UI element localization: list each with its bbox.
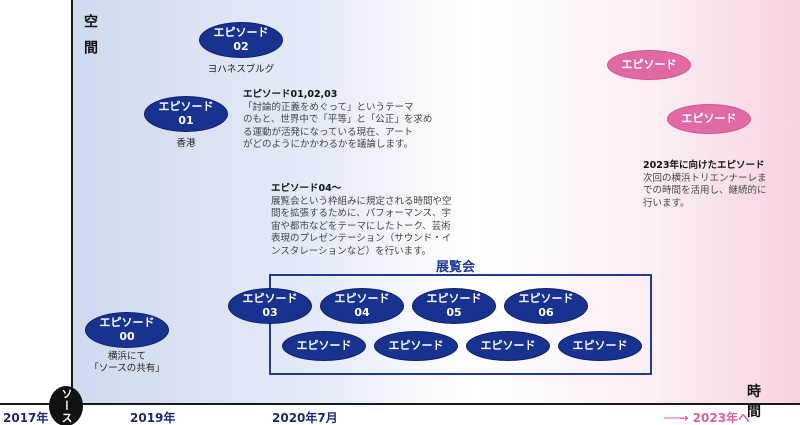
episode-future-1-title: エピソード [621,58,677,71]
episode-05-number: 05 [446,306,462,319]
description-episodes-01-03: エピソード01,02,03 「討論的正義をめぐって」というテーマ のもと、世界中… [243,89,432,152]
space-axis-label: 空間 [82,14,98,66]
episode-future-1[interactable]: エピソード [607,50,691,80]
space-axis [71,0,73,404]
description-line: 行います。 [643,197,690,209]
description-line: 次回の横浜トリエンナーレま [643,172,767,184]
description-line: での時間を活用し、継続的に [643,185,767,196]
episode-02-number: 02 [233,40,249,53]
description-episodes-01-03-heading: エピソード01,02,03 [243,89,338,100]
episode-exhibition-row2-2[interactable]: エピソード [374,331,458,361]
episode-title: エピソード [388,339,444,352]
description-line: ンスタレーションなど）を行います。 [271,245,432,257]
episode-06-title: エピソード [518,292,574,305]
episode-02-caption: ヨハネスブルグ [207,64,275,75]
episode-00-caption-line1: 横浜にて [107,351,146,362]
episode-02[interactable]: エピソード 02 [199,22,283,58]
exhibition-frame [269,274,652,375]
episode-title: エピソード [480,339,536,352]
year-2017: 2017年 [3,411,49,425]
episode-04-number: 04 [354,306,370,319]
exhibition-title: 展覧会 [436,260,476,275]
episode-05-title: エピソード [426,292,482,305]
description-line: 表現のプレゼンテーション（サウンド・イ [271,233,452,244]
description-line: のもと、世界中で「平等」と「公正」を求め [243,114,433,125]
source-badge: ソース [49,386,83,425]
episode-00-caption: 横浜にて 「ソースの共有」 [77,351,177,375]
episode-02-title: エピソード [213,26,269,39]
description-2023-heading: 2023年に向けたエピソード [643,160,765,171]
description-2023-episodes: 2023年に向けたエピソード 次回の横浜トリエンナーレま での時間を活用し、継続… [643,160,767,210]
episode-00[interactable]: エピソード 00 [85,312,169,348]
description-line: る運動が活発になっている現在、アート [243,126,413,138]
episode-01[interactable]: エピソード 01 [144,96,228,132]
episode-03-number: 03 [262,306,278,319]
episode-06-number: 06 [538,306,554,319]
description-line: 「討論的正義をめぐって」というテーマ [243,101,414,113]
episode-01-title: エピソード [158,100,214,113]
episode-03-title: エピソード [242,292,298,305]
episode-exhibition-row2-4[interactable]: エピソード [558,331,642,361]
description-line: 間を拡張するために、パフォーマンス、宇 [271,208,452,219]
episode-title: エピソード [572,339,628,352]
year-2020-july: 2020年7月 [272,411,338,425]
time-axis [0,403,800,405]
episode-00-number: 00 [119,330,135,343]
description-episodes-04-heading: エピソード04〜 [271,183,342,194]
episode-exhibition-row2-1[interactable]: エピソード [282,331,366,361]
description-line: 宙や都市などをテーマにしたトーク、芸術 [271,220,451,232]
year-2019: 2019年 [130,411,176,425]
episode-00-caption-line2: 「ソースの共有」 [89,363,165,374]
episode-future-2[interactable]: エピソード [667,104,751,134]
episode-04[interactable]: エピソード 04 [320,288,404,324]
time-axis-label: 時間 [747,384,775,420]
episode-future-2-title: エピソード [681,112,737,125]
episode-03[interactable]: エピソード 03 [228,288,312,324]
episode-06[interactable]: エピソード 06 [504,288,588,324]
description-line: 展覧会という枠組みに規定される時間や空 [271,195,452,207]
description-episodes-04-onward: エピソード04〜 展覧会という枠組みに規定される時間や空 間を拡張するために、パ… [271,183,452,258]
episode-01-caption: 香港 [176,138,196,149]
episode-01-number: 01 [178,114,194,127]
episode-title: エピソード [296,339,352,352]
episode-00-title: エピソード [99,316,155,329]
description-line: がどのようにかかわるかを議論します。 [243,139,414,150]
episode-04-title: エピソード [334,292,390,305]
episode-exhibition-row2-3[interactable]: エピソード [466,331,550,361]
source-badge-label: ソース [60,388,73,424]
episode-05[interactable]: エピソード 05 [412,288,496,324]
year-2023-arrow: ──→ 2023年へ [664,411,751,425]
